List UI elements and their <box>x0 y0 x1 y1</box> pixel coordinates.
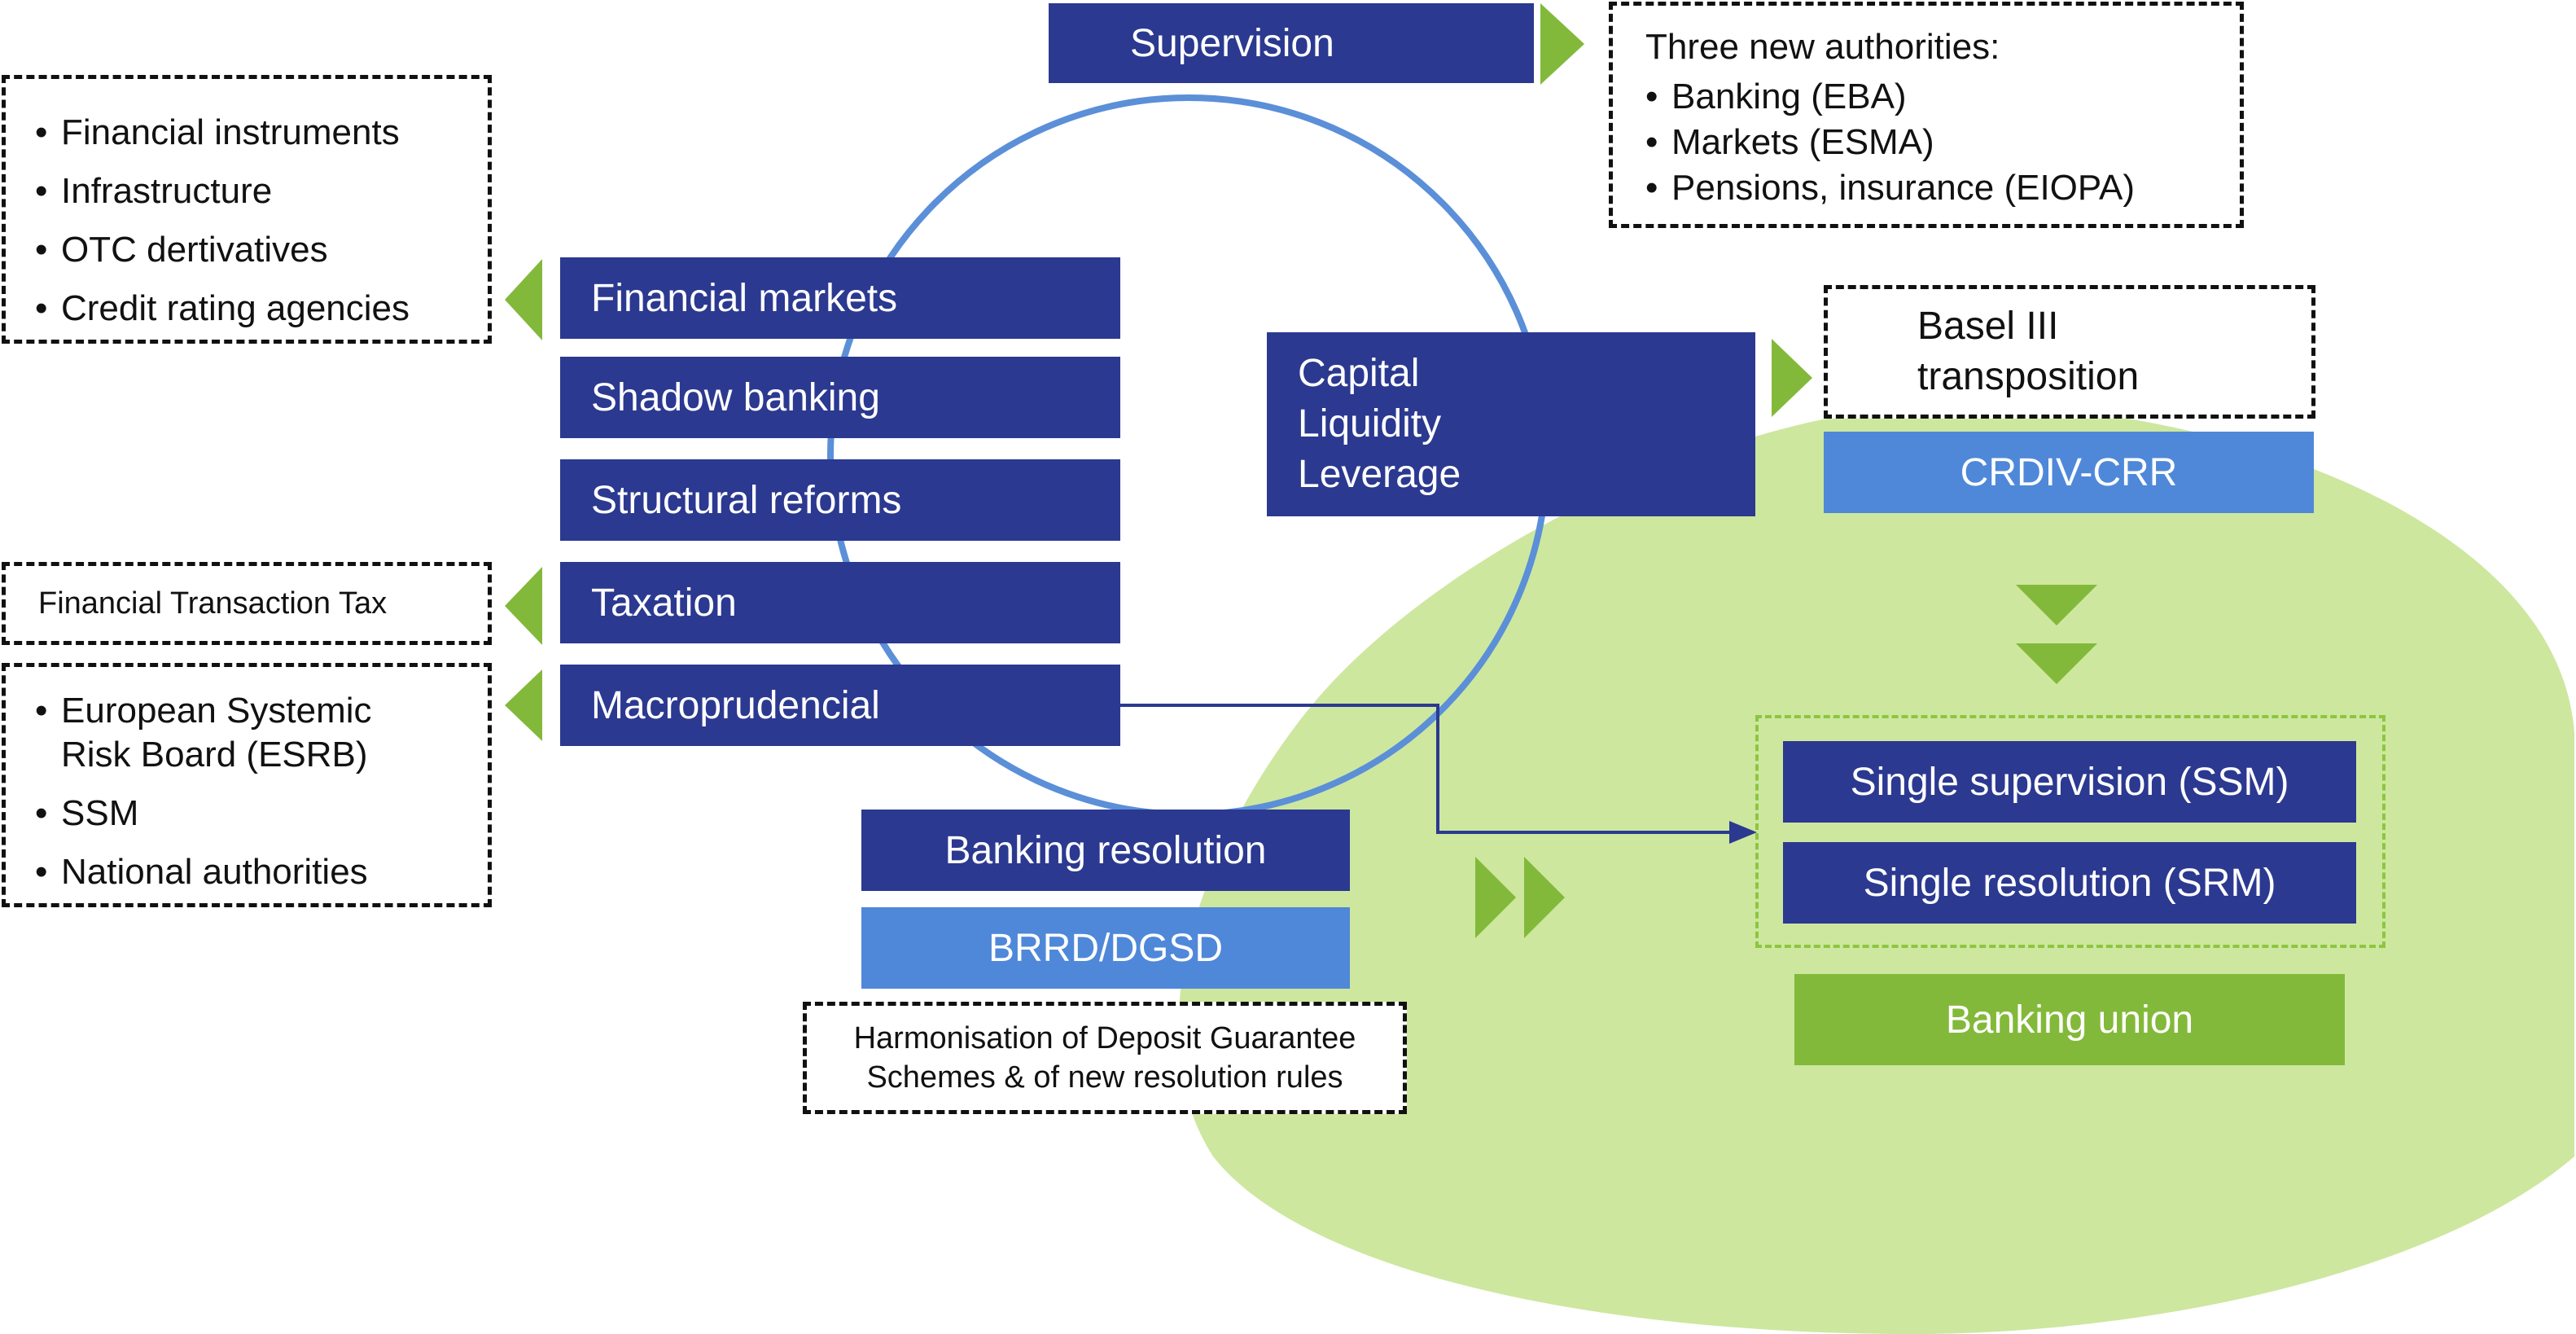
banking-resolution-label: Banking resolution <box>944 828 1267 872</box>
structural-reforms-label: Structural reforms <box>591 478 902 522</box>
authorities-box: Three new authorities: Banking (EBA) Mar… <box>1609 2 2244 228</box>
liquidity-line: Liquidity <box>1298 402 1442 445</box>
authority-item: Banking (EBA) <box>1645 74 2240 120</box>
financial-markets-item: Infrastructure <box>35 162 488 221</box>
financial-markets-list-box: Financial instruments Infrastructure OTC… <box>2 75 492 344</box>
arrow-right-capital <box>1772 339 1812 417</box>
arrow-down-2 <box>2016 643 2097 684</box>
authorities-heading: Three new authorities: <box>1645 27 2000 67</box>
capital-line: Capital <box>1298 352 1420 395</box>
arrow-right-resolution-2 <box>1524 857 1565 938</box>
financial-markets-item: Credit rating agencies <box>35 279 488 338</box>
brrd-label: BRRD/DGSD <box>988 926 1224 970</box>
deposit-guarantee-line: Harmonisation of Deposit Guarantee <box>853 1021 1356 1055</box>
macroprudencial-item: SSM <box>35 784 488 843</box>
srm-box: Single resolution (SRM) <box>1783 842 2356 924</box>
ssm-label: Single supervision (SSM) <box>1850 760 2289 804</box>
srm-label: Single resolution (SRM) <box>1863 861 2276 905</box>
financial-markets-label: Financial markets <box>591 276 898 320</box>
banking-union-box: Banking union <box>1794 974 2345 1065</box>
taxation-label: Taxation <box>591 581 737 625</box>
crd-box: CRDIV-CRR <box>1824 432 2314 513</box>
banking-union-label: Banking union <box>1945 998 2194 1042</box>
macroprudencial-list-box: European Systemic Risk Board (ESRB) SSM … <box>2 663 492 907</box>
authority-item: Pensions, insurance (EIOPA) <box>1645 165 2240 211</box>
arrow-left-taxation <box>505 567 542 645</box>
basel-line: Basel III <box>1917 305 2059 348</box>
transposition-line: transposition <box>1917 355 2140 398</box>
connector-arrowhead <box>1729 821 1757 844</box>
supervision-box: Supervision <box>1049 3 1534 83</box>
basel-box: Basel III transposition <box>1824 285 2315 419</box>
deposit-guarantee-line: Schemes & of new resolution rules <box>866 1060 1343 1095</box>
macroprudencial-list: European Systemic Risk Board (ESRB) SSM … <box>35 689 488 902</box>
shadow-banking-label: Shadow banking <box>591 375 880 419</box>
macroprudencial-box: Macroprudencial <box>560 665 1120 746</box>
banking-union-group <box>1755 715 2385 948</box>
financial-markets-item: Financial instruments <box>35 103 488 162</box>
macroprudencial-label: Macroprudencial <box>591 683 880 727</box>
arrow-down-1 <box>2016 585 2097 625</box>
brrd-box: BRRD/DGSD <box>861 907 1350 989</box>
financial-markets-box: Financial markets <box>560 257 1120 339</box>
deposit-guarantee-box: Harmonisation of Deposit Guarantee Schem… <box>803 1002 1407 1114</box>
leverage-line: Leverage <box>1298 453 1461 496</box>
structural-reforms-box: Structural reforms <box>560 459 1120 541</box>
macroprudencial-item: European Systemic Risk Board (ESRB) <box>35 689 419 777</box>
financial-markets-item: OTC dertivatives <box>35 221 488 279</box>
arrow-left-financial-markets <box>505 259 542 340</box>
macroprudencial-connector <box>1120 704 1733 834</box>
shadow-banking-box: Shadow banking <box>560 357 1120 438</box>
ssm-box: Single supervision (SSM) <box>1783 741 2356 823</box>
arrow-right-supervision <box>1540 3 1584 85</box>
supervision-label: Supervision <box>1130 21 1334 65</box>
banking-resolution-box: Banking resolution <box>861 810 1350 891</box>
transaction-tax-box: Financial Transaction Tax <box>2 562 492 645</box>
arrow-left-macroprudencial <box>505 669 542 741</box>
macroprudencial-item: National authorities <box>35 843 488 902</box>
arrow-right-resolution-1 <box>1475 857 1516 938</box>
capital-box: Capital Liquidity Leverage <box>1267 332 1755 516</box>
taxation-box: Taxation <box>560 562 1120 643</box>
transaction-tax-label: Financial Transaction Tax <box>38 586 388 621</box>
crd-label: CRDIV-CRR <box>1960 450 2178 494</box>
authorities-list: Banking (EBA) Markets (ESMA) Pensions, i… <box>1645 74 2240 211</box>
financial-markets-list: Financial instruments Infrastructure OTC… <box>35 103 488 338</box>
authority-item: Markets (ESMA) <box>1645 120 2240 165</box>
